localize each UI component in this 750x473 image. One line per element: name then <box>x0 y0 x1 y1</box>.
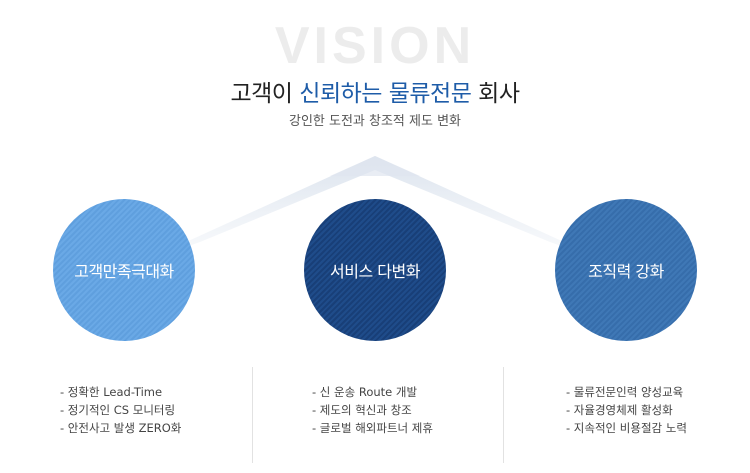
list-item: - 신 운송 Route 개발 <box>312 385 418 399</box>
roof-center <box>330 156 420 176</box>
list-item: - 자율경영체제 활성화 <box>566 403 673 417</box>
title-part2: 회사 <box>471 81 520 107</box>
list-item: - 글로벌 해외파트너 제휴 <box>312 421 433 435</box>
list-service-diversification: - 신 운송 Route 개발 - 제도의 혁신과 창조 - 글로벌 해외파트너… <box>312 383 433 437</box>
list-item: - 안전사고 발생 ZERO화 <box>60 421 182 435</box>
list-customer-satisfaction: - 정확한 Lead-Time - 정기적인 CS 모니터링 - 안전사고 발생… <box>60 383 181 437</box>
circle-customer-satisfaction: 고객만족극대화 <box>53 199 195 341</box>
list-item: - 정확한 Lead-Time <box>60 385 163 399</box>
page-subtitle: 강인한 도전과 창조적 제도 변화 <box>288 114 461 129</box>
column-divider <box>503 367 504 463</box>
title-highlight: 신뢰하는 물류전문 <box>299 81 472 107</box>
circle-label: 서비스 다변화 <box>330 262 420 281</box>
circle-label: 고객만족극대화 <box>74 262 174 281</box>
list-item: - 물류전문인력 양성교육 <box>566 385 684 399</box>
roof-right-slope <box>375 156 610 263</box>
circle-organization-strength: 조직력 강화 <box>555 199 697 341</box>
list-item: - 지속적인 비용절감 노력 <box>566 421 687 435</box>
column-divider <box>252 367 253 463</box>
circle-label: 조직력 강화 <box>588 262 664 281</box>
circle-service-diversification: 서비스 다변화 <box>304 199 446 341</box>
list-item: - 제도의 혁신과 창조 <box>312 403 412 417</box>
list-item: - 정기적인 CS 모니터링 <box>60 403 176 417</box>
page-title: 고객이 신뢰하는 물류전문 회사 <box>0 74 750 108</box>
roof-left-slope <box>140 156 375 263</box>
title-part1: 고객이 <box>230 81 300 107</box>
vision-watermark: VISION <box>274 17 476 75</box>
list-organization-strength: - 물류전문인력 양성교육 - 자율경영체제 활성화 - 지속적인 비용절감 노… <box>566 383 687 437</box>
